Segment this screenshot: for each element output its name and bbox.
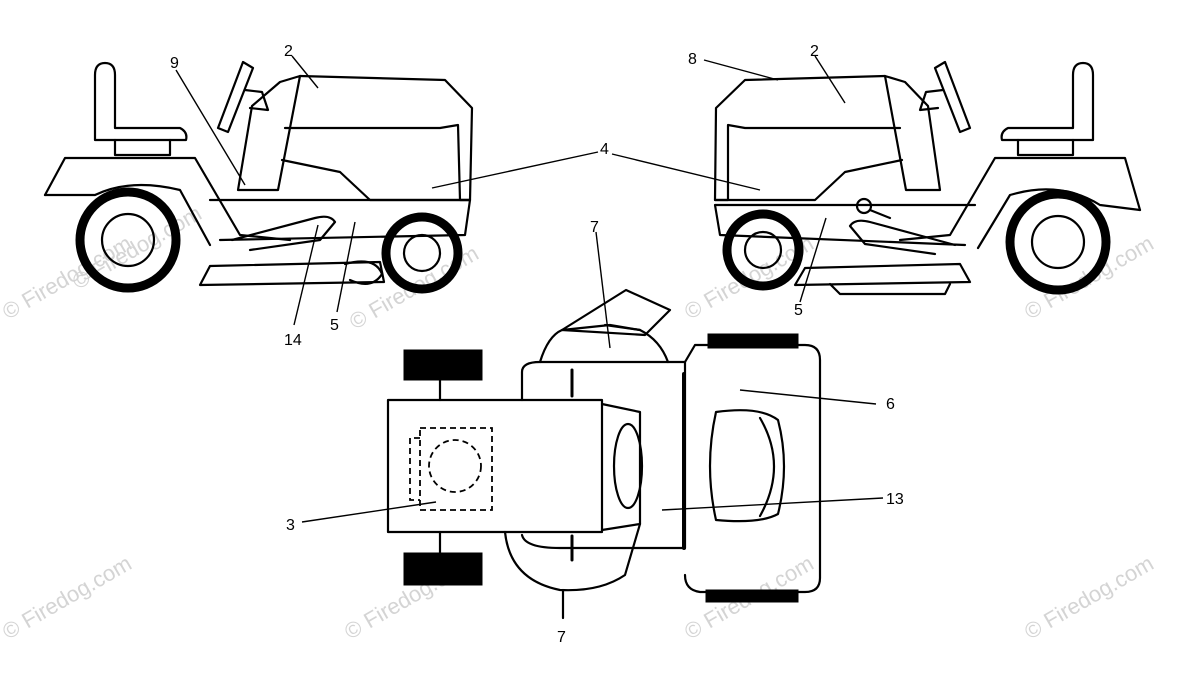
hood-side-panel bbox=[280, 158, 472, 202]
rear-fender-top bbox=[683, 343, 822, 594]
dash-tower bbox=[883, 74, 942, 192]
callout-8: 8 bbox=[688, 51, 697, 68]
callout-2-right: 2 bbox=[810, 43, 819, 60]
seat bbox=[93, 61, 188, 142]
tractor-left-side-view bbox=[43, 60, 474, 294]
leader-6 bbox=[739, 389, 877, 405]
steering-wheel-top bbox=[612, 422, 644, 510]
leader-3 bbox=[301, 501, 437, 523]
leader-lines bbox=[175, 55, 884, 523]
callout-13: 13 bbox=[886, 491, 904, 508]
leader-2-left bbox=[291, 55, 319, 89]
footrest bbox=[230, 215, 337, 252]
seat-base bbox=[1016, 138, 1075, 157]
lift-lever-knob bbox=[855, 197, 873, 215]
hood-decal-area-side bbox=[409, 437, 420, 501]
front-wheel bbox=[381, 212, 463, 294]
rear-wheel-top bbox=[707, 333, 799, 349]
callout-5-right: 5 bbox=[794, 302, 803, 319]
hood-taper bbox=[600, 402, 642, 532]
leader-2-right bbox=[814, 55, 846, 104]
seat-base bbox=[113, 138, 172, 157]
rear-wheel bbox=[75, 187, 181, 293]
chute-divider bbox=[603, 323, 642, 332]
tractor-top-view bbox=[386, 288, 822, 620]
callout-numbers: 2 9 14 5 4 8 2 5 7 6 13 3 7 bbox=[170, 43, 904, 646]
front-wheel-hub bbox=[743, 230, 783, 270]
mower-deck bbox=[793, 262, 972, 287]
hood-decal-area bbox=[419, 427, 493, 511]
footrest bbox=[848, 219, 957, 256]
rear-wheel-bottom bbox=[705, 589, 799, 603]
rear-fender-lower bbox=[43, 183, 212, 247]
chassis bbox=[713, 203, 977, 247]
leader-4-left bbox=[431, 151, 599, 189]
callout-14: 14 bbox=[284, 332, 302, 349]
callout-7-top: 7 bbox=[590, 219, 599, 236]
leader-5-left bbox=[336, 221, 356, 313]
chassis bbox=[208, 198, 472, 242]
leader-4-right bbox=[611, 153, 761, 191]
rear-fender bbox=[43, 156, 292, 242]
steering-column bbox=[243, 88, 270, 112]
lift-lever bbox=[868, 208, 892, 220]
front-wheel-top bbox=[403, 349, 483, 381]
mower-deck bbox=[198, 260, 386, 287]
deck-chute bbox=[343, 260, 384, 285]
seat-back-top bbox=[758, 416, 775, 518]
dash-tower bbox=[236, 74, 302, 192]
leader-5-right bbox=[799, 217, 827, 303]
hood bbox=[713, 74, 902, 202]
body-top bbox=[520, 360, 687, 550]
hood-side-panel bbox=[713, 158, 904, 202]
watermark: © Firedog.com bbox=[1020, 550, 1158, 644]
callout-3: 3 bbox=[286, 517, 295, 534]
callout-9: 9 bbox=[170, 55, 179, 72]
deck-lobe bbox=[503, 522, 642, 592]
leader-7-top bbox=[595, 231, 611, 349]
rear-wheel-hub bbox=[100, 212, 156, 268]
callout-4: 4 bbox=[600, 141, 609, 158]
callout-7-bottom: 7 bbox=[557, 629, 566, 646]
front-wheel-bottom bbox=[403, 552, 483, 586]
steering-wheel bbox=[933, 60, 972, 134]
engine-cap bbox=[428, 439, 482, 493]
leader-9 bbox=[175, 69, 246, 186]
front-wheel-hub bbox=[402, 233, 442, 273]
callout-5-left: 5 bbox=[330, 317, 339, 334]
callout-2-left: 2 bbox=[284, 43, 293, 60]
front-wheel bbox=[722, 209, 804, 291]
watermark: © Firedog.com bbox=[0, 550, 136, 644]
callout-6: 6 bbox=[886, 396, 895, 413]
rear-fender bbox=[898, 156, 1142, 242]
leader-8 bbox=[703, 59, 779, 81]
seat bbox=[1000, 61, 1095, 142]
tractor-right-side-view bbox=[713, 60, 1142, 296]
seat-top bbox=[708, 409, 786, 523]
steering-wheel bbox=[216, 60, 255, 134]
watermarks: © Firedog.com © Firedog.com © Firedog.co… bbox=[0, 200, 1158, 644]
leader-13 bbox=[661, 497, 884, 511]
hood-top bbox=[386, 398, 604, 534]
leader-14 bbox=[293, 224, 319, 326]
deck-skirt bbox=[828, 282, 952, 296]
hood bbox=[283, 74, 474, 202]
rear-wheel-hub bbox=[1030, 214, 1086, 270]
rear-wheel bbox=[1005, 189, 1111, 295]
